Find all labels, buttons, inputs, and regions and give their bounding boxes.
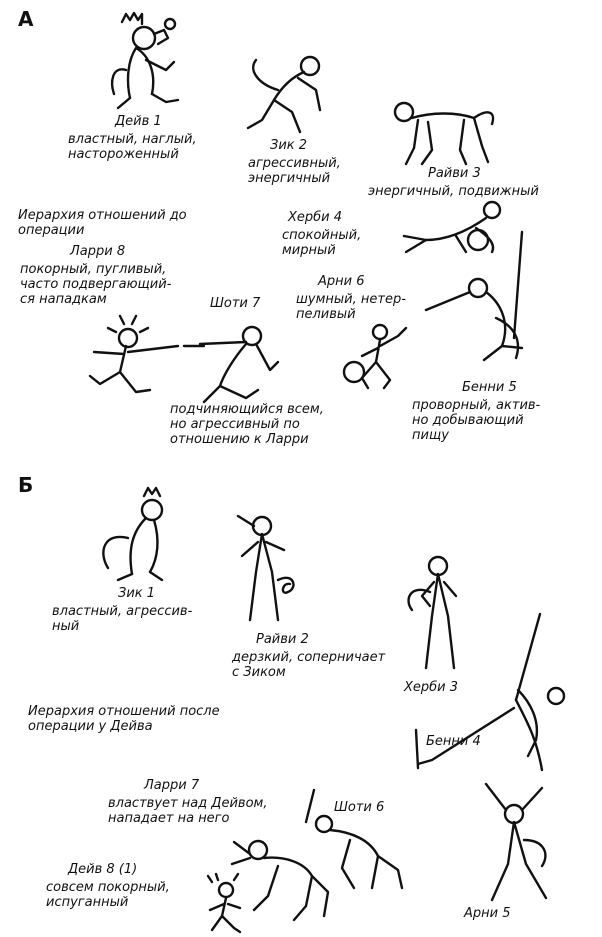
larry-8-traits: покорный, пугливый, часто подвергающий- … [20, 262, 172, 307]
arni-5-name: Арни 5 [464, 906, 511, 921]
monkey-standing-icon [407, 555, 458, 670]
crowned-monkey-sitting-icon [111, 11, 180, 110]
zik-2-traits: агрессивный, энергичный [248, 156, 341, 186]
monkey-crouching-icon [304, 788, 404, 890]
larry-8-name: Ларри 8 [70, 244, 126, 259]
larry-7-name: Ларри 7 [144, 778, 200, 793]
zik-2-name: Зик 2 [270, 138, 308, 153]
raivi-3-traits: энергичный, подвижный [368, 184, 539, 199]
panel-a-letter: А [18, 7, 34, 31]
benni-4-name: Бенни 4 [426, 734, 481, 749]
dave-8-traits: совсем покорный, испуганный [46, 880, 170, 910]
zik-1-traits: властный, агрессив- ный [52, 604, 193, 634]
monkey-climbing-pole-icon [424, 230, 524, 362]
monkey-cowering-icon [206, 872, 242, 934]
zik-1-name: Зик 1 [118, 586, 156, 601]
shoti-7-name: Шоти 7 [210, 296, 261, 311]
herbi-3-name: Херби 3 [404, 680, 459, 695]
panel-a-heading: Иерархия отношений до операции [18, 208, 187, 238]
arni-6-name: Арни 6 [318, 274, 365, 289]
dave-1-name: Дейв 1 [115, 114, 162, 129]
herbi-4-name: Херби 4 [288, 210, 343, 225]
shoti-6-name: Шоти 6 [334, 800, 385, 815]
monkey-crouching-icon [246, 55, 322, 134]
monkey-attacking-icon [230, 839, 330, 922]
arni-6-traits: шумный, нетер- пеливый [296, 292, 406, 322]
monkey-jumping-icon [342, 323, 408, 390]
panel-b-letter: Б [18, 473, 34, 497]
monkey-raising-arms-icon [484, 782, 548, 902]
benni-5-name: Бенни 5 [462, 380, 517, 395]
herbi-4-traits: спокойный, мирный [282, 228, 362, 258]
monkey-climbing-rope-icon [414, 612, 566, 772]
raivi-2-traits: дерзкий, соперничает с Зиком [232, 650, 386, 680]
monkey-walking-icon [393, 101, 495, 166]
raivi-2-name: Райви 2 [256, 632, 309, 647]
raivi-3-name: Райви 3 [428, 166, 481, 181]
monkey-lying-icon [402, 200, 502, 254]
monkey-fleeing-icon [88, 314, 180, 394]
benni-5-traits: проворный, актив- но добывающий пищу [412, 398, 541, 443]
larry-7-traits: властвует над Дейвом, нападает на него [108, 796, 268, 826]
shoti-7-traits: подчиняющийся всем, но агрессивный по от… [170, 402, 324, 447]
crowned-monkey-sitting-icon [102, 486, 164, 582]
panel-b-heading: Иерархия отношений после операции у Дейв… [28, 704, 220, 734]
dave-1-traits: властный, наглый, настороженный [68, 132, 197, 162]
monkey-attacking-icon [182, 325, 280, 404]
dave-8-name: Дейв 8 (1) [68, 862, 138, 877]
monkey-standing-icon [236, 514, 295, 622]
